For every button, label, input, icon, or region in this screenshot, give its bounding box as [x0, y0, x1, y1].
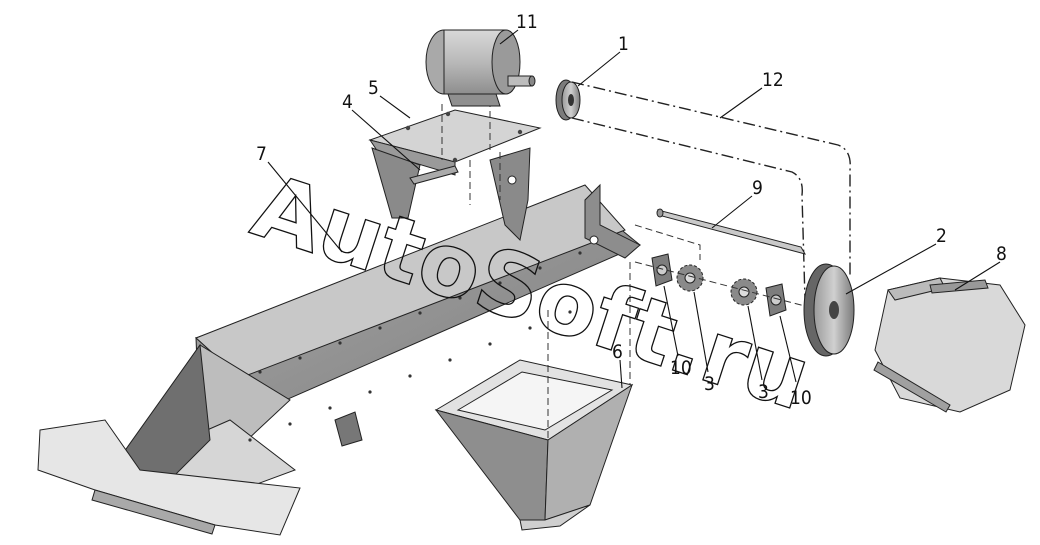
electric-motor [425, 29, 536, 107]
shaft-guide-line [634, 224, 701, 260]
callout-10-left: 10 [670, 357, 692, 379]
motor-mount-plate [368, 100, 542, 242]
bearing-right [765, 283, 787, 317]
callout-3-left: 3 [704, 373, 715, 395]
drive-belt [571, 81, 851, 301]
hopper [434, 262, 634, 531]
callout-9: 9 [752, 177, 763, 199]
belt-guard-cover [873, 277, 1026, 413]
callout-7: 7 [256, 143, 267, 165]
sprocket-right [730, 278, 758, 306]
callout-10-right: 10 [790, 387, 812, 409]
drive-shaft [656, 208, 807, 255]
axis-line [634, 261, 806, 307]
small-pulley [555, 79, 581, 121]
callout-1: 1 [618, 33, 629, 55]
bearing-left [651, 253, 673, 287]
callout-5: 5 [368, 77, 379, 99]
callout-3-right: 3 [758, 381, 769, 403]
callout-8: 8 [996, 243, 1007, 265]
callout-4: 4 [342, 91, 353, 113]
large-pulley [803, 263, 855, 357]
sprocket-left [676, 264, 704, 292]
callout-2: 2 [936, 225, 947, 247]
callout-11: 11 [516, 11, 538, 33]
callout-labels: 11 1 12 5 4 7 9 2 8 6 10 3 3 10 [256, 11, 1007, 409]
callout-12: 12 [762, 69, 784, 91]
leader-lines [267, 29, 1001, 389]
callout-6: 6 [612, 341, 623, 363]
